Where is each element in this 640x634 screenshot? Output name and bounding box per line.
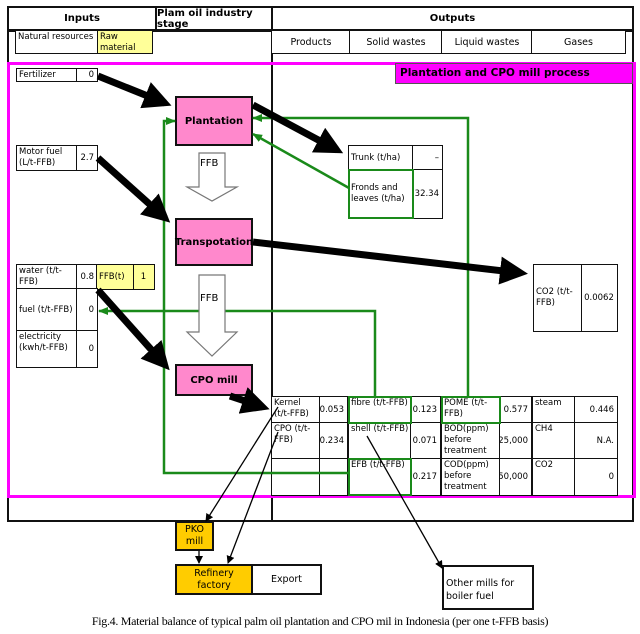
gases-output-label: steam — [532, 396, 576, 424]
fuel-label: fuel (t/t-FFB) — [16, 288, 78, 332]
fronds-value: 32.34 — [412, 169, 443, 219]
solid-output-value: 0.071 — [410, 422, 441, 460]
plantation-cpo-region — [7, 62, 636, 498]
solid-wastes-subheader: Solid wastes — [349, 30, 443, 54]
stage-header: Plam oil industry stage — [155, 6, 273, 31]
fibre-recycle-highlight — [348, 396, 412, 424]
products-output-value — [319, 458, 348, 496]
transport-co2-label: CO2 (t/t-FFB) — [533, 264, 583, 332]
transport-co2-value: 0.0062 — [581, 264, 618, 332]
liquid-output-label: BOD(ppm) before treatment — [441, 422, 501, 460]
products-output-label: Kernel (t/t-FFB) — [271, 396, 321, 424]
outputs-header: Outputs — [271, 6, 634, 31]
liquid-wastes-subheader: Liquid wastes — [441, 30, 533, 54]
ffb-arrow-2-label: FFB — [200, 293, 219, 304]
liquid-output-value: 0.577 — [499, 396, 532, 424]
figure-caption: Fig.4. Material balance of typical palm … — [91, 614, 549, 628]
electricity-label: electricity (kwh/t-FFB) — [16, 330, 78, 368]
products-subheader: Products — [271, 30, 351, 54]
fertilizer-label: Fertilizer — [16, 68, 78, 82]
inputs-header: Inputs — [7, 6, 157, 31]
solid-output-label: shell (t/t-FFB) — [348, 422, 412, 460]
gases-output-value: N.A. — [574, 422, 618, 460]
liquid-output-label: COD(ppm) before treatment — [441, 458, 501, 496]
gases-output-value: 0 — [574, 458, 618, 496]
efb-recycle-highlight — [348, 458, 412, 496]
products-output-value: 0.053 — [319, 396, 348, 424]
solid-output-value: 0.123 — [410, 396, 441, 424]
motor-fuel-value: 2.7 — [76, 145, 98, 171]
gases-output-label: CO2 — [532, 458, 576, 496]
export-box[interactable]: Export — [251, 564, 322, 595]
ffb-value: 1 — [133, 264, 155, 290]
electricity-value: 0 — [76, 330, 98, 368]
raw-material-subheader: Raw material — [97, 30, 153, 54]
ffb-arrow-1-label: FFB — [200, 158, 219, 169]
products-output-label: CPO (t/t-FFB) — [271, 422, 321, 460]
natural-resources-subheader: Natural resources — [15, 30, 99, 54]
water-value: 0.8 — [76, 264, 98, 290]
transportation-stage[interactable]: Transpotation — [175, 218, 253, 266]
trunk-value: – — [412, 145, 443, 171]
plantation-stage[interactable]: Plantation — [175, 96, 253, 146]
water-label: water (t/t-FFB) — [16, 264, 78, 290]
fuel-value: 0 — [76, 288, 98, 332]
pome-recycle-highlight — [441, 396, 501, 424]
fertilizer-value: 0 — [76, 68, 98, 82]
liquid-output-value: 25,000 — [499, 422, 532, 460]
pko-mill-box[interactable]: PKO mill — [175, 521, 214, 551]
fronds-recycle-highlight — [348, 169, 414, 219]
other-mills-box[interactable]: Other mills for boiler fuel — [442, 565, 534, 610]
refinery-factory-box[interactable]: Refinery factory — [175, 564, 253, 595]
products-output-label — [271, 458, 321, 496]
motor-fuel-label: Motor fuel (L/t-FFB) — [16, 145, 78, 171]
solid-output-value: 0.217 — [410, 458, 441, 496]
gases-output-label: CH4 — [532, 422, 576, 460]
trunk-label: Trunk (t/ha) — [348, 145, 414, 171]
cpo-mill-stage[interactable]: CPO mill — [175, 364, 253, 396]
products-output-value: 0.234 — [319, 422, 348, 460]
region-label: Plantation and CPO mill process — [395, 63, 633, 84]
gases-output-value: 0.446 — [574, 396, 618, 424]
liquid-output-value: 50,000 — [499, 458, 532, 496]
ffb-label: FFB(t) — [96, 264, 135, 290]
gases-subheader: Gases — [531, 30, 626, 54]
